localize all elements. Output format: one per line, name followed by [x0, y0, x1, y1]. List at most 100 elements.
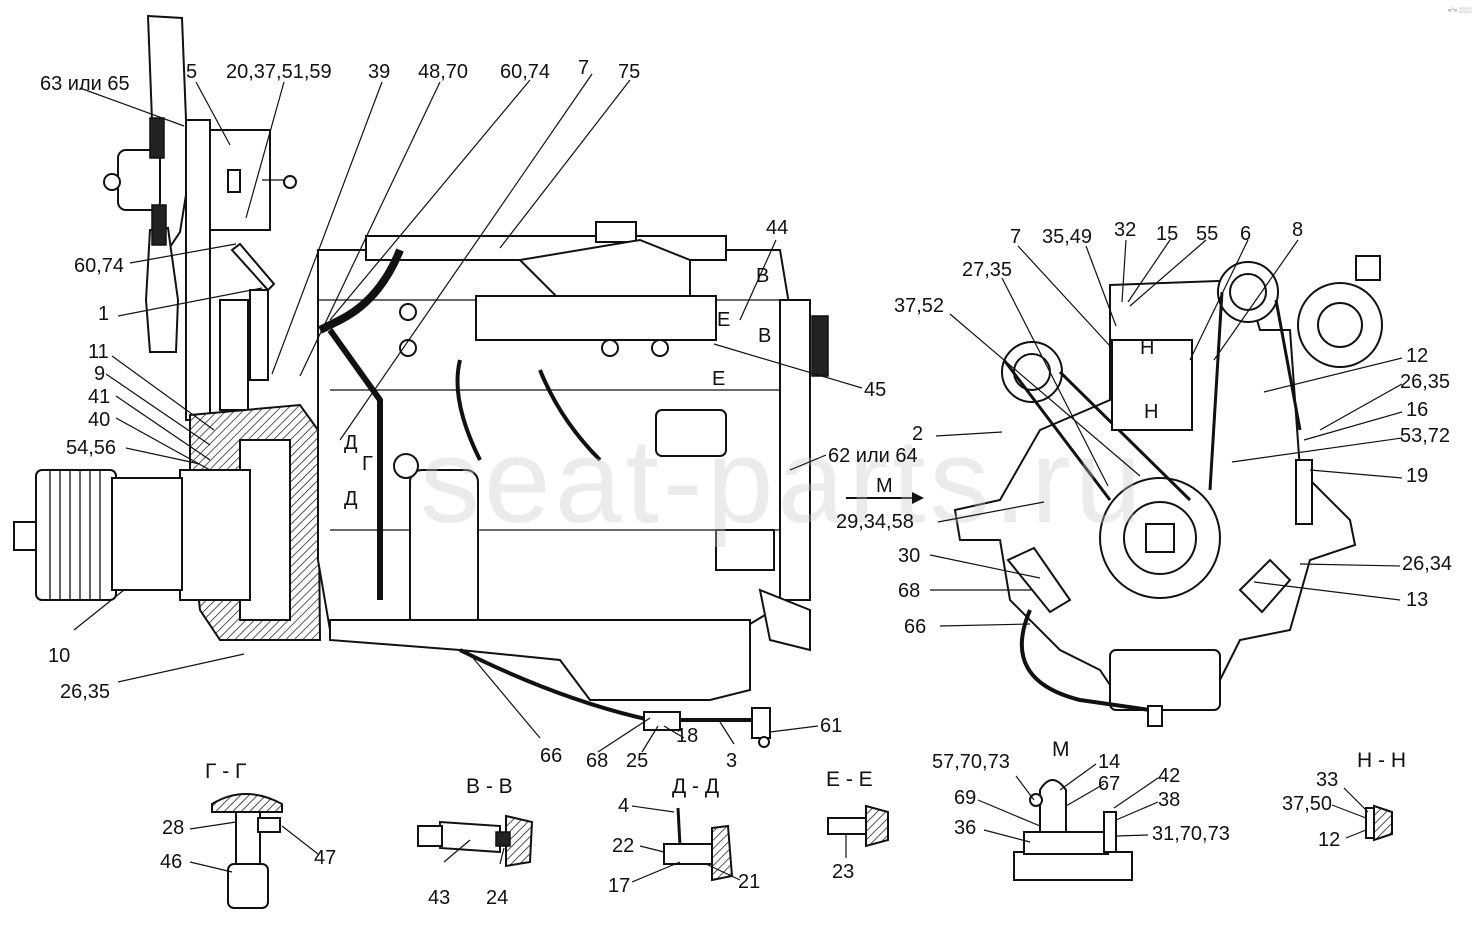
drain-hose	[459, 648, 760, 722]
fuel-line-2	[538, 369, 602, 462]
watermark: seat-parts.ru	[420, 414, 1146, 548]
section-title-v-v: В - В	[466, 775, 513, 798]
callout-47: 47	[314, 847, 336, 869]
callout-23: 23	[832, 861, 854, 883]
belt-far-right	[1274, 299, 1302, 431]
callout-26-35-left: 26,35	[60, 681, 110, 703]
callout-55: 55	[1196, 223, 1218, 245]
e-e-plug	[827, 817, 869, 835]
m-nut	[1029, 793, 1043, 807]
section-m: М	[1013, 738, 1133, 881]
callout-61: 61	[820, 715, 842, 737]
section-mark-n-bottom: Н	[1144, 401, 1158, 423]
m-side-plate	[1103, 811, 1117, 853]
breather-tube	[327, 328, 383, 600]
oil-filler-cap	[595, 221, 637, 243]
belt-pulley	[185, 119, 211, 421]
section-e-e: Е - Е	[826, 768, 889, 848]
callout-39: 39	[368, 61, 390, 83]
callout-42: 42	[1158, 765, 1180, 787]
view-mark-m: М	[876, 475, 893, 497]
section-n-n: Н - Н	[1357, 749, 1406, 842]
callout-labels: 63 или 65 5 20,37,51,59 39 48,70 60,74 7…	[40, 57, 1452, 909]
callout-20-37-51-59: 20,37,51,59	[226, 61, 332, 83]
drain-valve	[751, 707, 771, 739]
callout-68-right: 68	[898, 580, 920, 602]
corner-mark: «°» ░░░	[1448, 7, 1472, 14]
callout-7-left: 7	[578, 57, 589, 79]
m-bracket	[1023, 831, 1109, 855]
callout-46: 46	[160, 851, 182, 873]
callout-10: 10	[48, 645, 70, 667]
callout-18: 18	[676, 725, 698, 747]
mount-bracket	[715, 529, 775, 571]
callout-36: 36	[954, 817, 976, 839]
callout-17: 17	[608, 875, 630, 897]
callout-32: 32	[1114, 219, 1136, 241]
callout-25: 25	[626, 750, 648, 772]
tensioner-arm	[230, 242, 276, 292]
v-v-sensor	[439, 820, 501, 854]
callout-75: 75	[618, 61, 640, 83]
crankshaft-pulley-hub	[179, 469, 251, 601]
manifold-stud-3	[601, 339, 619, 357]
side-bracket	[1295, 459, 1313, 525]
callout-1: 1	[98, 303, 109, 325]
belt-left	[1002, 359, 1112, 501]
oil-pan	[329, 619, 751, 701]
fan-coupling-upper	[149, 117, 165, 159]
alternator-bracket	[219, 299, 249, 411]
g-g-cap	[227, 863, 269, 909]
drain-coupling	[643, 711, 681, 731]
tensioner-bracket	[1111, 339, 1193, 431]
belt-right	[1208, 291, 1224, 491]
manifold-stud-1	[399, 303, 417, 321]
callout-62-or-64: 62 или 64	[828, 445, 918, 467]
section-mark-e-bottom: Е	[712, 368, 725, 390]
filter-head	[393, 453, 419, 479]
section-mark-d-top: Д	[344, 432, 358, 454]
crankshaft-bolt	[1145, 523, 1175, 553]
section-mark-e-top: Е	[717, 309, 730, 331]
callout-31-70-73: 31,70,73	[1152, 823, 1230, 845]
g-g-body	[235, 811, 261, 865]
timing-sensor	[811, 315, 829, 377]
callout-35-49: 35,49	[1042, 226, 1092, 248]
g-g-stud	[257, 817, 281, 833]
v-v-connector	[417, 825, 443, 847]
callout-16: 16	[1406, 399, 1428, 421]
front-oil-pan	[1109, 649, 1221, 711]
drain-plug	[758, 736, 770, 748]
callout-12-detail: 12	[1318, 829, 1340, 851]
bellows-ribs	[49, 470, 101, 600]
callout-2: 2	[912, 423, 923, 445]
callout-19: 19	[1406, 465, 1428, 487]
callout-48-70: 48,70	[418, 61, 468, 83]
callout-7-right: 7	[1010, 226, 1021, 248]
m-base	[1013, 851, 1133, 881]
front-hose	[1019, 609, 1151, 712]
callout-68-left: 68	[586, 750, 608, 772]
exhaust-manifold	[475, 295, 717, 341]
leader-lines	[73, 73, 1403, 883]
engine-side-view: В В Е Е Д Д Г М	[13, 14, 924, 748]
callout-13: 13	[1406, 589, 1428, 611]
view-m-arrowhead	[912, 492, 924, 504]
fan-hub	[117, 149, 161, 211]
callout-54-56: 54,56	[66, 437, 116, 459]
callout-4: 4	[618, 795, 629, 817]
engine-front-view: Н Н	[953, 255, 1383, 727]
callout-14: 14	[1098, 751, 1120, 773]
callout-29-34-58: 29,34,58	[836, 511, 914, 533]
section-mark-v-bottom: В	[758, 325, 771, 347]
fan-bolt	[103, 173, 121, 191]
belt-mid	[1058, 370, 1192, 502]
section-mark-v-top: В	[756, 265, 769, 287]
callout-26-35-right: 26,35	[1400, 371, 1450, 393]
callout-45: 45	[864, 379, 886, 401]
n-n-wall	[1373, 804, 1393, 842]
turbo-cap	[1355, 255, 1381, 281]
callout-33: 33	[1316, 769, 1338, 791]
d-d-fitting	[663, 843, 713, 865]
